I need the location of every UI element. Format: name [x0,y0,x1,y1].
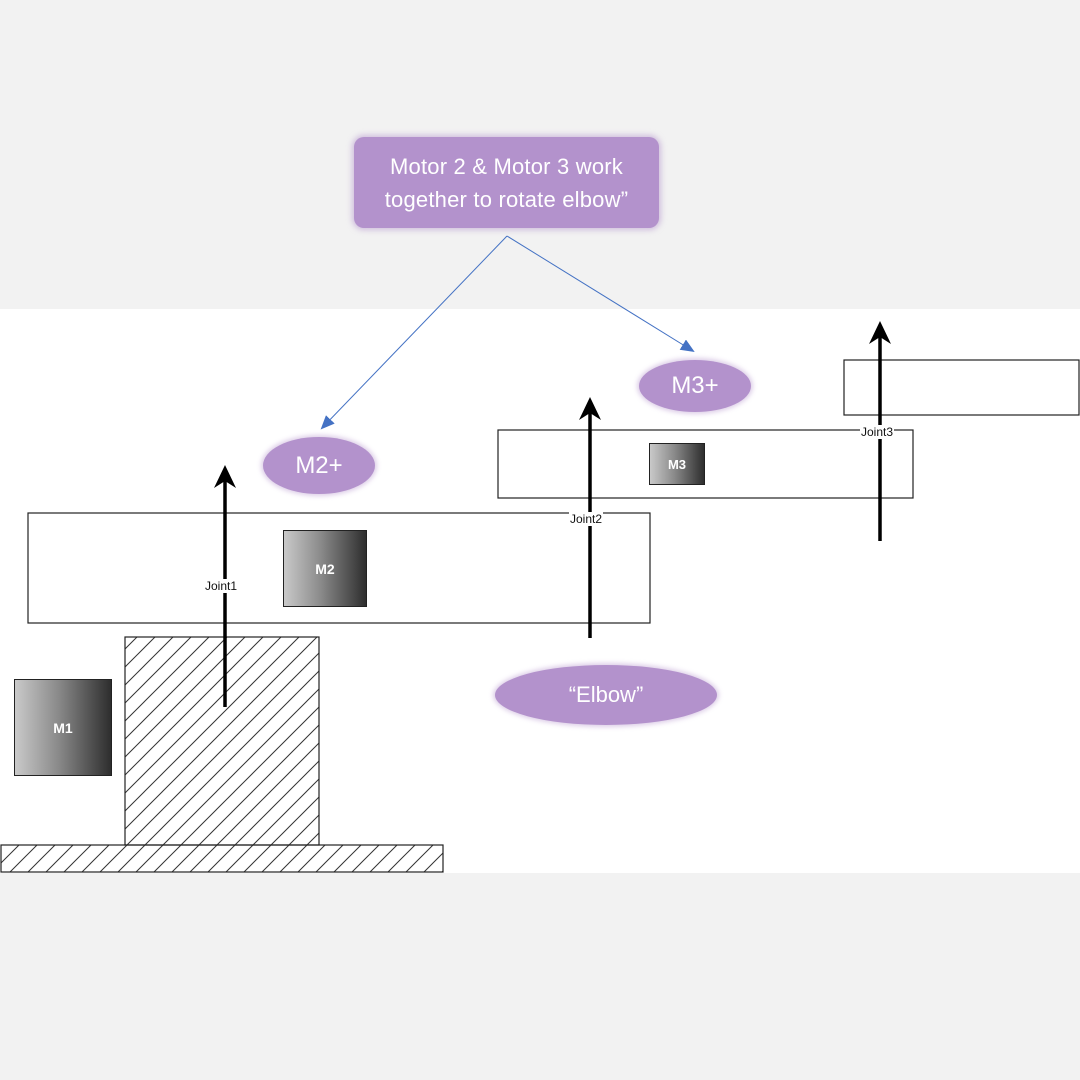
callout-arrow-to-m3 [506,235,695,353]
callout-line-1: Motor 2 & Motor 3 work [389,153,624,179]
motor-m1: M1 [14,679,112,776]
m2-plus-label: M2+ [263,437,375,494]
joint2-label: Joint2 [569,512,604,526]
bottom-background-band [0,873,1080,1080]
m3-plus-label: M3+ [639,360,751,412]
elbow-label: “Elbow” [495,665,717,725]
motor-m2: M2 [283,530,367,607]
link-3 [843,359,1080,416]
callout-line-2: together to rotate elbow” [384,186,629,212]
joint3-label: Joint3 [860,425,895,439]
pedestal [124,636,320,846]
link-2 [497,429,914,499]
motor-m3: M3 [649,443,705,485]
callout-arrow-to-m2 [320,235,508,430]
callout-box: Motor 2 & Motor 3 work together to rotat… [354,137,659,228]
base-plate [0,844,444,873]
joint1-label: Joint1 [204,579,239,593]
